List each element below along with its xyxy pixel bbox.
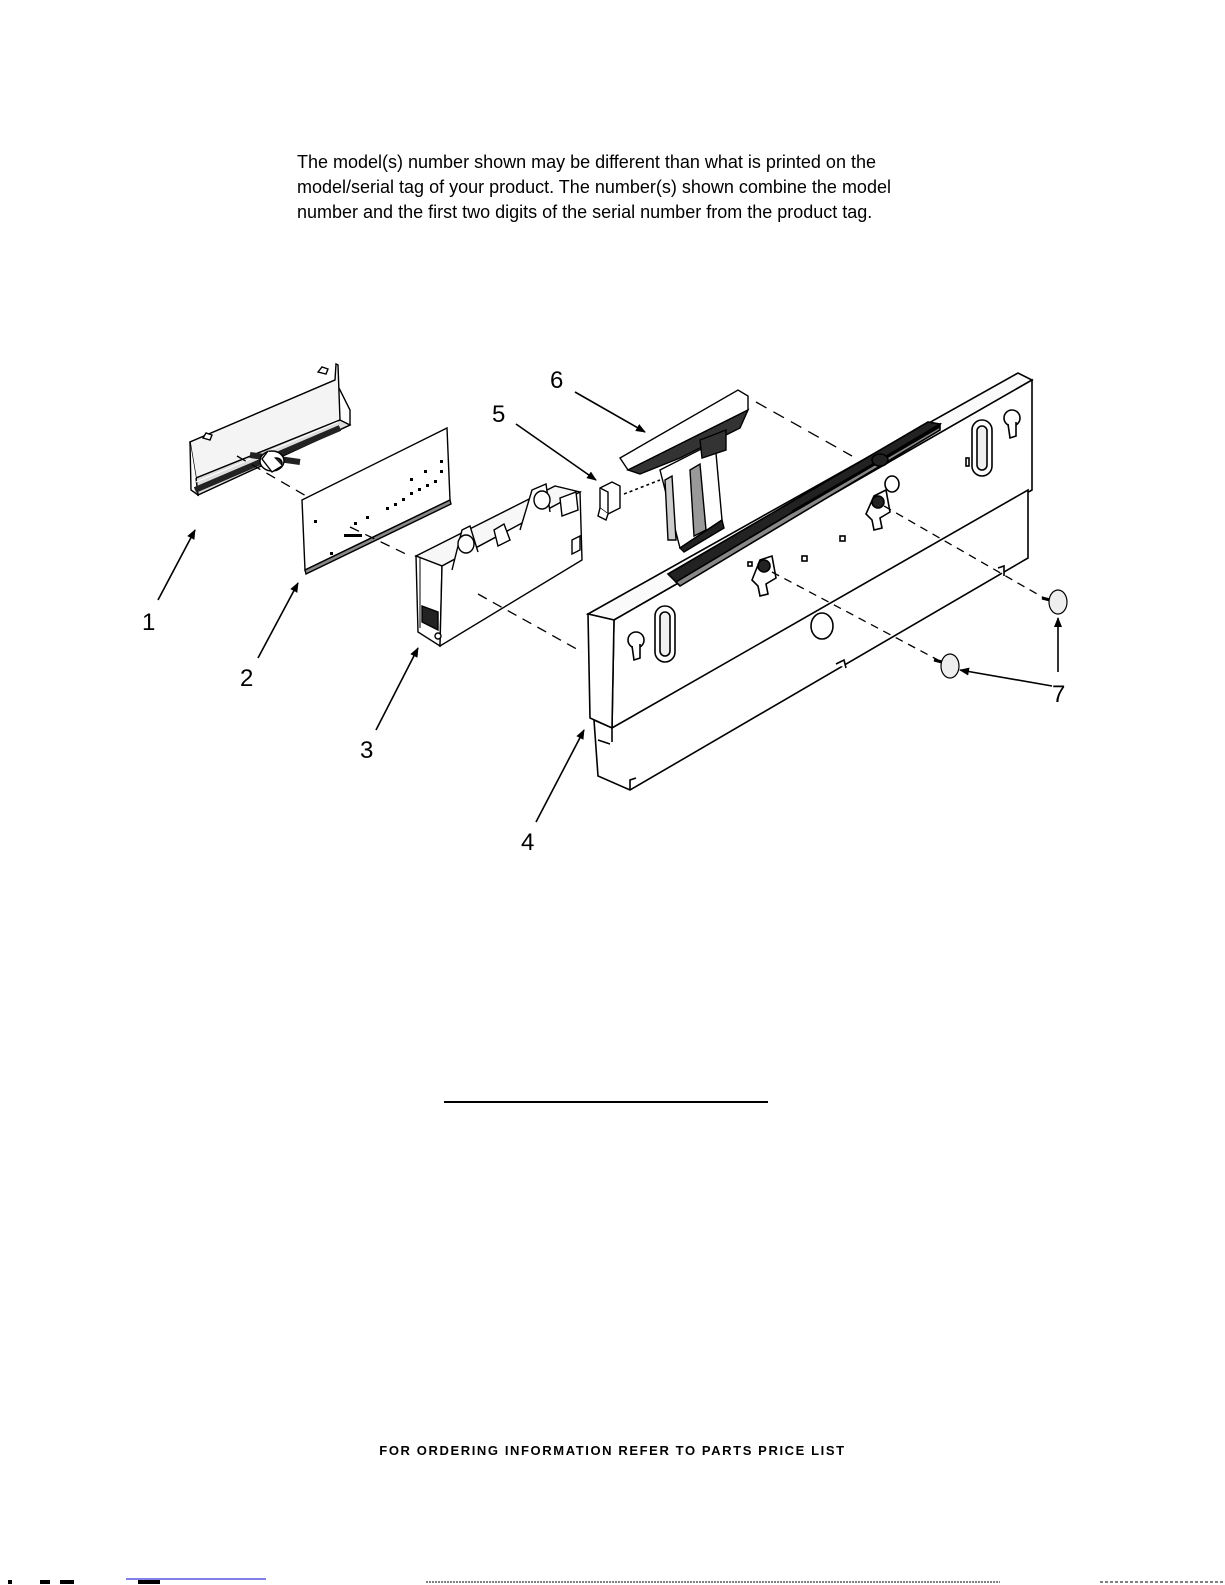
callout-6: 6 [550,367,563,394]
ordering-information-footer: FOR ORDERING INFORMATION REFER TO PARTS … [0,1443,1225,1458]
callout-7: 7 [1052,681,1065,708]
part-6-latch-assembly [620,390,748,552]
horizontal-rule [444,1101,768,1103]
callout-1: 1 [142,609,155,636]
bottom-edge-marks [0,1574,1225,1585]
callout-2: 2 [240,665,253,692]
callout-5: 5 [492,401,505,428]
callout-3: 3 [360,737,373,764]
part-7-screws [934,590,1067,678]
callout-4: 4 [521,829,534,856]
part-4-console-panel [588,373,1044,790]
part-5-switch [598,480,660,520]
